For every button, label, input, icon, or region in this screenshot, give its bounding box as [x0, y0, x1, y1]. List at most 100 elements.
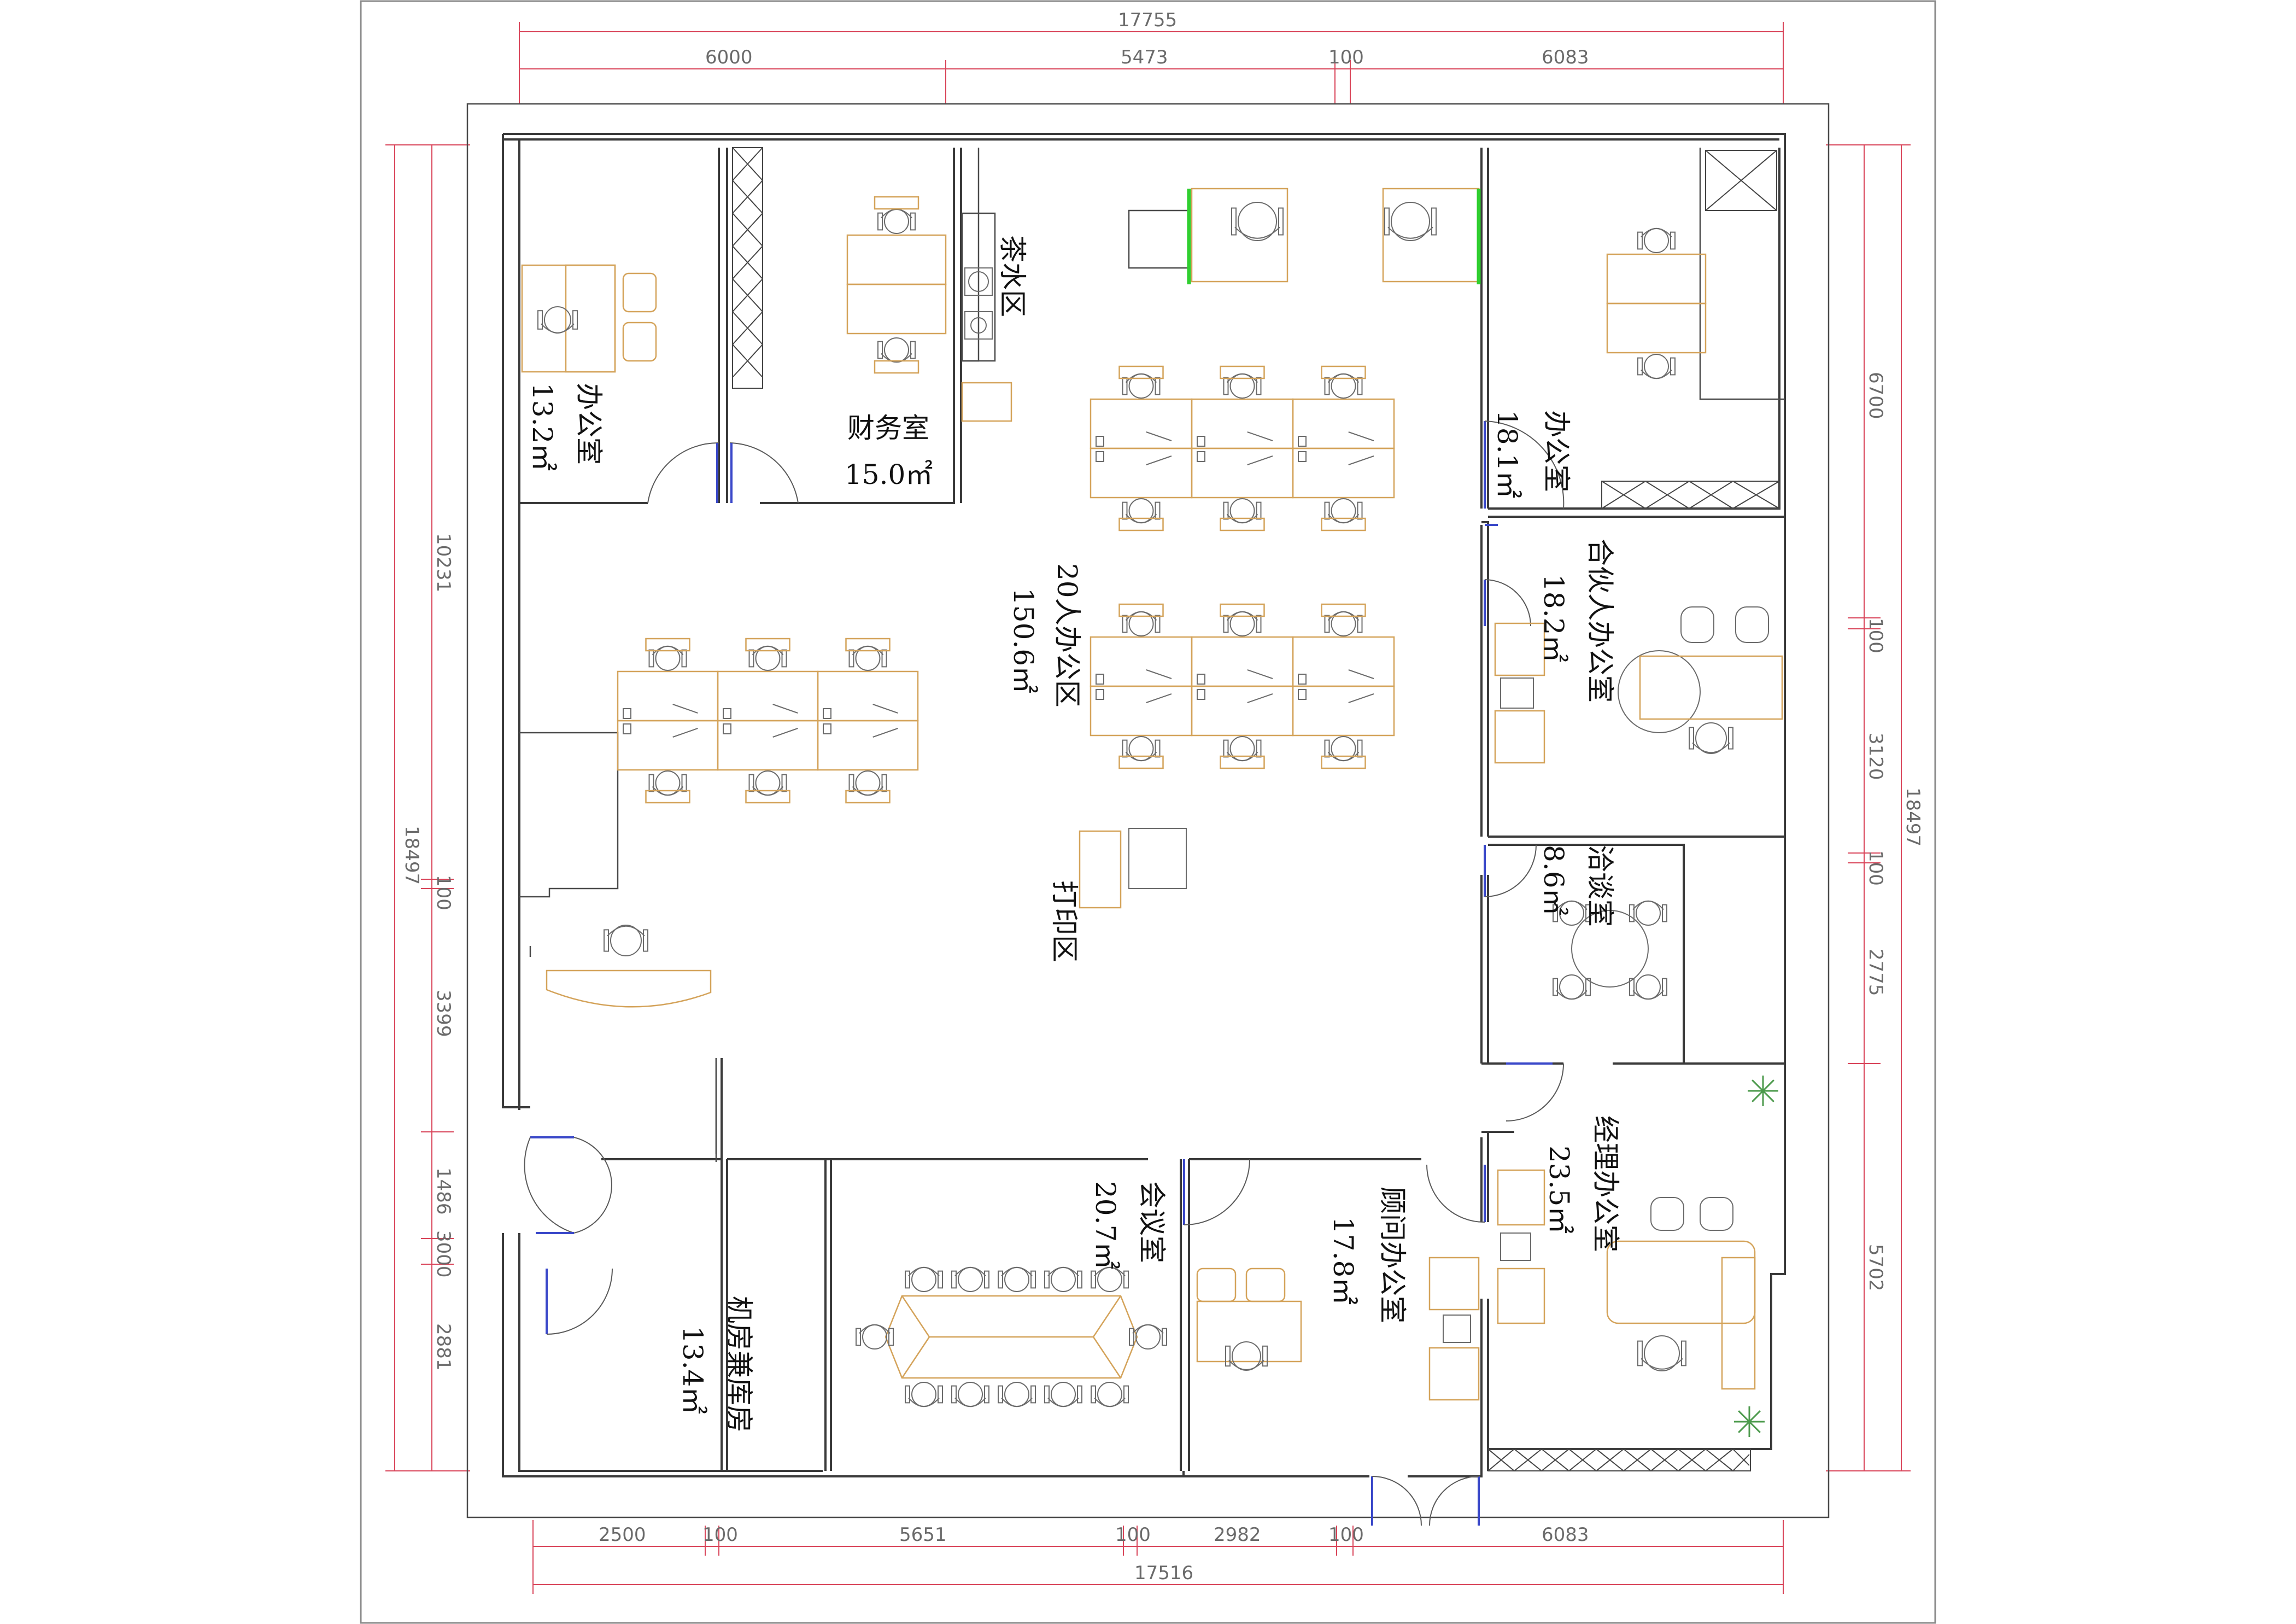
dim-bottom-6: 100: [1328, 1524, 1364, 1546]
chair-back: [1001, 1266, 1033, 1277]
plant-leaf: [1762, 1079, 1774, 1092]
chair-arm: [1324, 739, 1330, 758]
chair-arm: [1357, 377, 1363, 395]
keyboard: [1247, 669, 1273, 679]
chair-seat-bottom: [1220, 755, 1265, 769]
chair-back: [954, 1397, 986, 1407]
chair-arm: [1091, 1385, 1096, 1404]
cpu: [1197, 689, 1205, 700]
dim-top-2: 5473: [1121, 46, 1168, 68]
desk-return: [1721, 1257, 1756, 1390]
water-dispenser: [961, 382, 1012, 422]
cpu: [1298, 689, 1307, 700]
armchair: [622, 272, 657, 313]
dim-top-3: 100: [1328, 46, 1364, 68]
table-inlay: [901, 1295, 1122, 1378]
chair-arm: [1670, 231, 1676, 250]
chair-back: [859, 1324, 891, 1334]
chair-back: [1234, 226, 1280, 239]
chair-back: [1094, 1397, 1126, 1407]
dim-bottom-2: 100: [702, 1524, 738, 1546]
armchair: [1245, 1267, 1286, 1302]
keyboard: [672, 728, 698, 738]
chair-arm: [1357, 739, 1363, 758]
label-server-area: 13.4㎡: [677, 1326, 708, 1414]
label-office-b-area: 18.1㎡: [1491, 410, 1523, 498]
dim-bottom-3: 5651: [899, 1524, 947, 1546]
label-open-office-name: 20人办公区: [1051, 563, 1083, 708]
chair-back: [908, 1266, 940, 1277]
chair-seat-bottom: [1321, 517, 1366, 531]
doors: [524, 420, 1565, 1526]
chair-arm: [1256, 501, 1262, 520]
chair-seat-top: [1321, 603, 1366, 617]
cabinet-row-top: [1601, 480, 1780, 510]
chair-back: [607, 925, 645, 937]
dim-left-5: 3000: [432, 1230, 454, 1278]
chair-arm: [856, 1328, 861, 1346]
shaft-left: [731, 147, 764, 389]
dim-right-total: 18497: [1902, 787, 1924, 846]
dim-right-4: 100: [1865, 850, 1887, 886]
chair-arm: [938, 1270, 943, 1289]
chair-arm: [1662, 904, 1667, 922]
building-outline: [466, 103, 1830, 1518]
chair-arm: [998, 1385, 1003, 1404]
side-table: [1443, 1315, 1471, 1343]
chair-arm: [881, 649, 887, 668]
sofa: [1494, 622, 1545, 676]
chair-arm: [877, 212, 883, 231]
chair-arm: [998, 1270, 1003, 1289]
chair-back: [881, 353, 912, 363]
label-negotiation-area: 8.6㎡: [1538, 845, 1569, 916]
chair-arm: [1223, 501, 1229, 520]
chair-back: [652, 645, 684, 656]
chair-arm: [1223, 739, 1229, 758]
interior-walls: [502, 133, 1786, 1477]
chair-arm: [681, 774, 687, 792]
chair-seat-bottom: [1220, 517, 1265, 531]
room-labels: 办公室 13.2㎡ 财务室 15.0㎡ 茶水区 20人办公区 150.6㎡ 办公…: [526, 235, 1621, 1433]
keyboard: [1146, 431, 1172, 441]
chair-arm: [681, 649, 687, 668]
chair-arm: [648, 774, 654, 792]
dim-left-4: 1486: [432, 1167, 454, 1215]
chair-arm: [1077, 1270, 1082, 1289]
chair-back: [752, 645, 784, 656]
chair-arm: [1662, 978, 1667, 996]
keyboard: [1146, 693, 1172, 703]
cpu: [1197, 674, 1205, 685]
round-table: [1571, 910, 1649, 988]
cpu: [1298, 436, 1307, 447]
chair-back: [1556, 900, 1588, 910]
chair-arm: [572, 310, 578, 330]
executive-chair: [1238, 202, 1277, 241]
shaft-right: [1705, 150, 1777, 211]
label-advisor-name: 顾问办公室: [1377, 1187, 1408, 1323]
guest-chair: [1680, 606, 1714, 643]
dim-bottom-total: 17516: [1134, 1562, 1193, 1584]
cpu: [1096, 436, 1104, 447]
chair-arm: [1155, 501, 1161, 520]
side-table: [1500, 1232, 1531, 1261]
keyboard: [1348, 693, 1374, 703]
dim-left-3: 3399: [432, 990, 454, 1037]
cpu: [823, 708, 831, 719]
keyboard: [1247, 431, 1273, 441]
plant-leaf: [1738, 1410, 1750, 1423]
chair-arm: [848, 649, 854, 668]
dim-bottom-4: 100: [1115, 1524, 1151, 1546]
chair-arm: [1155, 615, 1161, 633]
keyboard: [1146, 669, 1172, 679]
chair-back: [1125, 373, 1157, 383]
keyboard: [1348, 669, 1374, 679]
label-meeting-area: 20.7㎡: [1090, 1181, 1121, 1269]
chair-arm: [1629, 904, 1635, 922]
plant-leaf: [1752, 1090, 1764, 1102]
appliance: [964, 311, 993, 340]
label-tea: 茶水区: [997, 235, 1028, 317]
chair-back: [1125, 513, 1157, 524]
cpu: [1197, 436, 1205, 447]
chair-arm: [1155, 739, 1161, 758]
chair-arm: [748, 774, 754, 792]
